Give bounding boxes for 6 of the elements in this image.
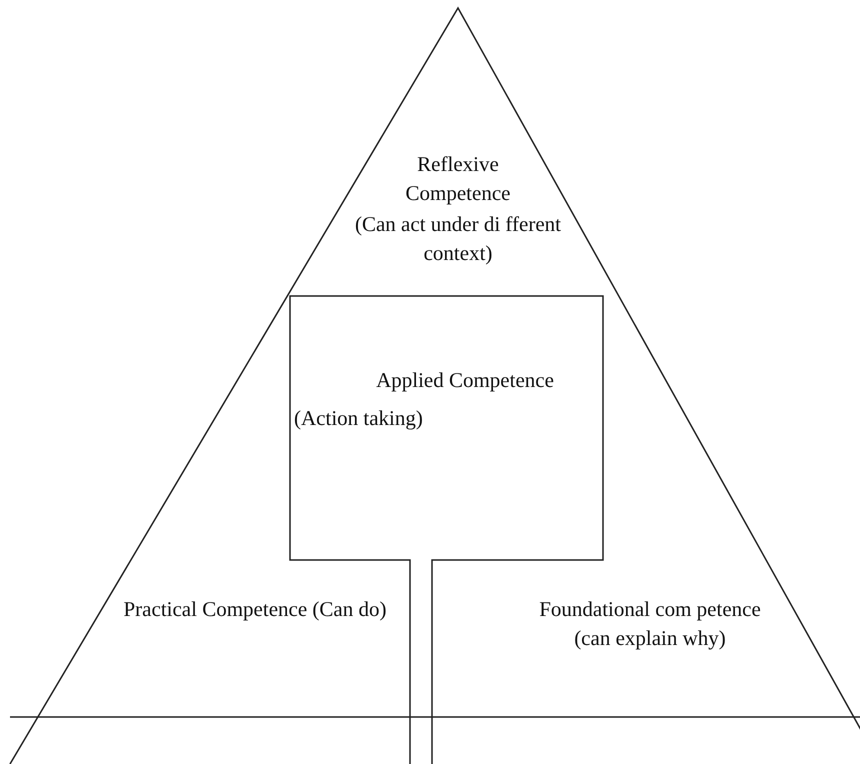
level-description: (Action taking) bbox=[294, 405, 424, 432]
region-label: Foundational com petence (can explain why) bbox=[538, 596, 762, 652]
level-description: (Can act under di fferent context) bbox=[354, 211, 562, 268]
region-label: Practical Competence (Can do) bbox=[122, 596, 388, 623]
level-title: Reflexive Competence bbox=[404, 151, 512, 208]
level-title: Applied Competence bbox=[375, 367, 555, 394]
